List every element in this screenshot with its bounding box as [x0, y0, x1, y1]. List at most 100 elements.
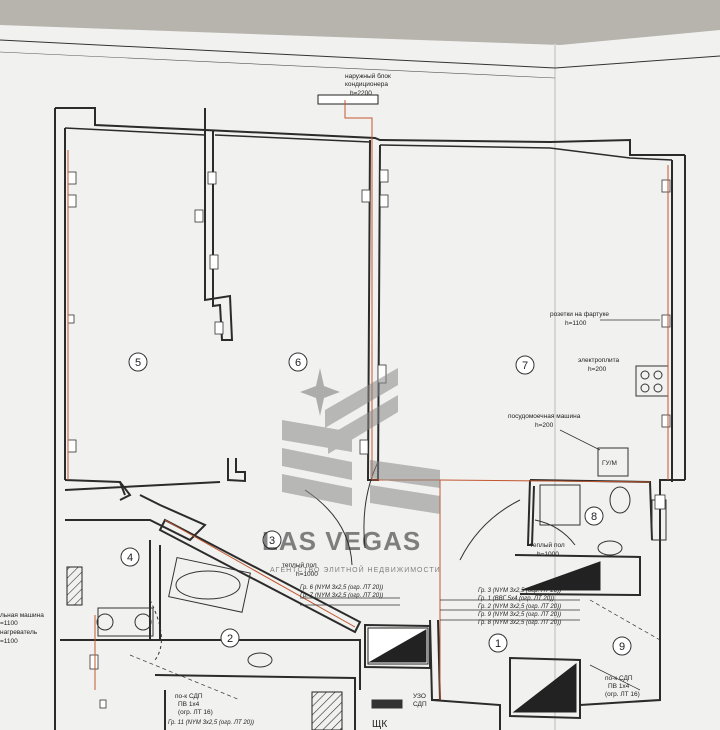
- socket-7-b: [661, 314, 671, 328]
- door-arc-8: [534, 519, 576, 546]
- sdp-right-line-2: ПВ 1х4: [608, 683, 630, 690]
- leader-sdp-right: [589, 664, 641, 691]
- wall-room9-box: [509, 656, 581, 720]
- washer-drum-2: [134, 613, 152, 631]
- stove-label: электроплита: [578, 357, 620, 364]
- outdoor-unit-label-2: кондиционера: [345, 81, 388, 88]
- watermark-building-left-2: [282, 448, 352, 480]
- paper-sheet: [0, 25, 720, 730]
- bathtub-frame: [168, 556, 251, 613]
- socket-bath-a: [654, 494, 666, 510]
- room-1-circle: [488, 633, 508, 653]
- outdoor-unit-label-1: наружный блок: [345, 72, 391, 80]
- room-3-circle: [262, 530, 282, 550]
- frame-line-top-right: [554, 55, 720, 69]
- cable-group-6: Гр. 6 (NYM 3х2,5 (огр. ЛТ 20)): [300, 585, 383, 591]
- water-heater-label: нагреватель: [0, 629, 38, 636]
- leader-dish: [559, 429, 601, 451]
- washing-machine-label: льная машина: [0, 612, 44, 619]
- leader-groups: [300, 597, 580, 621]
- outdoor-unit-height: h=2200: [350, 90, 372, 97]
- socket-6-i: [359, 439, 369, 455]
- heated-floor-b-height: h=1000: [537, 551, 559, 558]
- watermark-building-mid: [325, 368, 398, 428]
- outer-wall-top-inner: [64, 127, 673, 161]
- outer-wall-right-lower: [579, 479, 685, 706]
- stove-burner-4: [653, 383, 663, 393]
- stove-height: h=200: [588, 366, 607, 373]
- leader-lines: [129, 319, 661, 701]
- room-8-label: 8: [591, 511, 597, 523]
- shaft-room4: [66, 566, 83, 606]
- room-9-label: 9: [619, 641, 625, 653]
- wall-6-stub: [227, 458, 246, 483]
- socket-6-f: [379, 169, 389, 183]
- room-5-circle: [128, 352, 148, 372]
- dishwasher-box: [597, 447, 629, 477]
- watermark-star: [300, 368, 340, 416]
- sdp-right-line-1: по-к СДП: [605, 675, 633, 682]
- socket-6-a: [207, 171, 217, 185]
- socket-6-c: [209, 254, 219, 270]
- room-8-circle: [584, 506, 604, 526]
- watermark-building-left-3: [282, 474, 352, 506]
- sdp-left-line-3: (огр. ЛТ 16): [178, 709, 213, 716]
- dishwasher-height: h=200: [535, 422, 554, 429]
- watermark-subtitle: АГЕНТСТВО ЭЛИТНОЙ НЕДВИЖИМОСТИ: [270, 565, 441, 574]
- panel-label: ЩК: [372, 719, 387, 730]
- socket-6-e: [361, 189, 371, 203]
- room-2-circle: [220, 628, 240, 648]
- socket-5-a: [67, 171, 77, 185]
- shaft-room2-fill: [368, 629, 427, 663]
- stove-burner-2: [653, 370, 663, 380]
- room-7-label: 7: [522, 360, 528, 372]
- frame-line-top: [0, 39, 556, 69]
- shower-8: [539, 484, 581, 526]
- socket-2-b: [99, 699, 107, 709]
- room-1-label: 1: [495, 638, 501, 650]
- room-7-circle: [515, 355, 535, 375]
- door-arc-2: [149, 599, 162, 661]
- toilet-8: [609, 486, 631, 514]
- outer-wall-top: [55, 107, 685, 156]
- apron-sockets-height: h=1100: [565, 320, 587, 327]
- socket-6-b: [194, 209, 204, 223]
- wall-room2-bottom: [154, 674, 356, 730]
- socket-5-d: [67, 439, 77, 453]
- heated-floor-b-label: теплый пол: [530, 541, 565, 549]
- cable-group-9: Гр. 9 (NYM 3х2,5 (огр. ЛТ 20)): [478, 612, 561, 618]
- watermark-building-mid-2: [328, 395, 398, 454]
- watermark: LAS VEGAS АГЕНТСТВО ЭЛИТНОЙ НЕДВИЖИМОСТИ: [262, 368, 441, 574]
- wall-bath-8-bottom: [514, 554, 641, 597]
- outer-wall-right: [671, 155, 686, 482]
- washer-box: [97, 607, 154, 637]
- heated-floor-a-label: теплый пол: [282, 561, 317, 569]
- apron-sockets-label: розетки на фартуке: [550, 311, 609, 318]
- sdp-label: СДП: [413, 701, 427, 708]
- sdp-left-line-2: ПВ 1х4: [178, 701, 200, 708]
- socket-7-a: [661, 179, 671, 193]
- socket-markers: [67, 169, 671, 709]
- wall-5-6: [204, 108, 234, 341]
- wall-room1-bottom: [431, 699, 501, 730]
- shaft-room9-fill: [512, 662, 577, 713]
- shaft-bottom-left: [311, 691, 343, 730]
- room-2-label: 2: [227, 633, 233, 645]
- shafts: [66, 561, 601, 730]
- cable-group-1: Гр. 1 (ВВГ 5х4 (огр. ЛТ 20)): [478, 596, 554, 602]
- cable-group-11: Гр. 11 (NYM 3х2,5 (огр. ЛТ 20)): [168, 720, 254, 726]
- wall-diagonal-4: [65, 494, 207, 542]
- cable-outdoor: [344, 100, 373, 480]
- room-3-label: 3: [269, 535, 275, 547]
- water-heater-height: =1100: [0, 638, 18, 645]
- socket-5-b: [67, 194, 77, 208]
- dishwasher-label: посудомоечная машина: [508, 413, 581, 420]
- cable-group-8: Гр. 8 (NYM 3х2,5 (огр. ЛТ 20)): [478, 620, 561, 626]
- stove-burner-1: [640, 370, 650, 380]
- cable-group-labels: Гр. 6 (NYM 3х2,5 (огр. ЛТ 20)) Гр. 7 (NY…: [168, 585, 561, 726]
- socket-7-c: [661, 414, 671, 428]
- stove-burner-3: [640, 383, 650, 393]
- cable-group-2: Гр. 2 (NYM 3х2,5 (огр. ЛТ 20)): [478, 604, 561, 610]
- room-6-circle: [288, 352, 308, 372]
